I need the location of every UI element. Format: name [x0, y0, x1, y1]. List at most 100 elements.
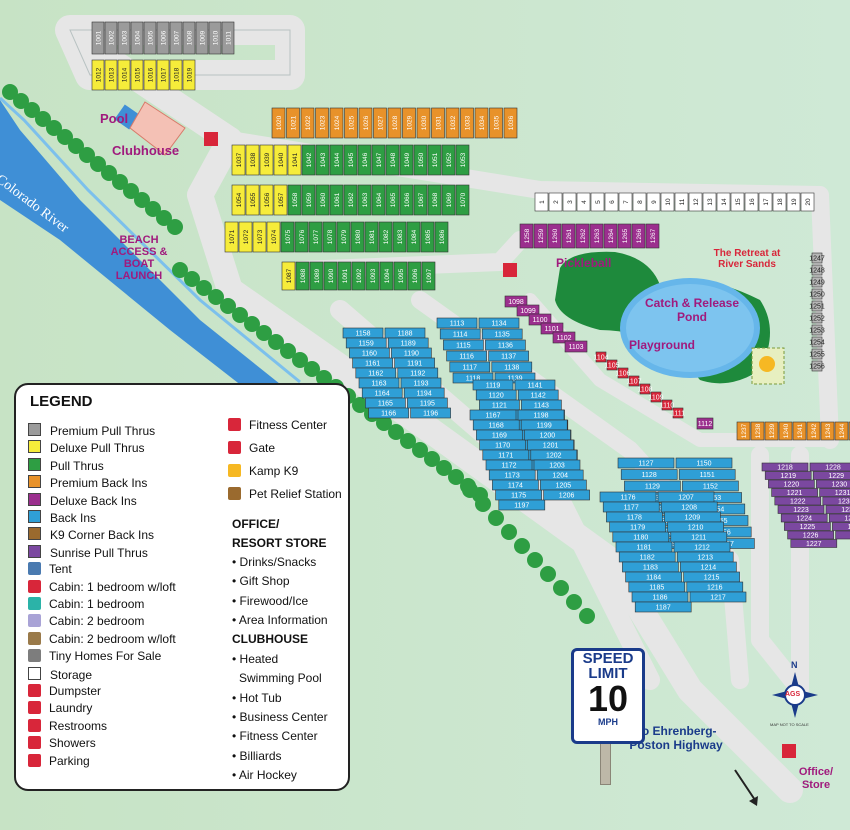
campsite — [828, 513, 850, 523]
campsite-number: 1018 — [174, 67, 181, 82]
campsite — [238, 221, 253, 253]
campsite-number: 1191 — [407, 361, 422, 368]
kamp-k9-icon — [228, 464, 241, 477]
speed-sign-unit: MPH — [598, 717, 618, 727]
campsite — [646, 192, 661, 212]
campsite-number: 1247 — [809, 256, 825, 263]
campsite-number: 1084 — [411, 229, 418, 244]
campsite-number: 1253 — [809, 328, 825, 335]
campsite — [561, 223, 576, 249]
campsite — [660, 192, 675, 212]
campsite — [604, 192, 619, 212]
legend-item-label: Tiny Homes For Sale — [49, 649, 162, 664]
tree — [280, 343, 296, 359]
campsite-number: 1142 — [531, 393, 546, 400]
campsite — [323, 261, 338, 291]
campsite — [639, 383, 651, 395]
campsite-number: 1264 — [608, 228, 615, 243]
campsite-number: 1100 — [532, 317, 547, 324]
campsite — [777, 505, 825, 514]
campsite — [441, 184, 456, 216]
legend-item: Restrooms — [28, 718, 107, 733]
campsite-number: 1214 — [701, 565, 717, 572]
campsite-number: 1241 — [797, 423, 804, 438]
campsite — [774, 496, 822, 506]
campsite-number: 1078 — [327, 229, 334, 244]
campsite — [835, 530, 850, 540]
campsite-number: 1061 — [334, 192, 341, 207]
campsite-number: 1244 — [839, 423, 846, 438]
legend-swatch — [28, 544, 41, 558]
tree — [448, 469, 464, 485]
tree — [2, 84, 18, 100]
campsite-number: 1113 — [450, 321, 465, 328]
campsite-number: 1261 — [566, 228, 573, 243]
tree — [184, 271, 200, 287]
playground-label: Playground — [629, 338, 696, 352]
parking-icon — [28, 753, 41, 767]
campsite-number: 1187 — [656, 605, 671, 612]
campsite — [736, 421, 751, 441]
tree — [566, 594, 582, 610]
campsite — [786, 192, 801, 212]
campsite-number: 1222 — [790, 499, 806, 506]
campsite-number: 1183 — [643, 565, 658, 572]
legend-item: Cabin: 2 bedroom — [28, 614, 144, 628]
campsite — [336, 221, 351, 253]
campsite-number: 1228 — [825, 465, 841, 472]
campsite-number: 1030 — [421, 115, 428, 130]
kamp-k9-icon — [759, 356, 775, 372]
campsite — [552, 331, 576, 344]
campsite-number: 1038 — [250, 152, 257, 167]
campsite — [576, 192, 591, 212]
campsite — [764, 471, 812, 480]
campsite — [446, 350, 487, 362]
campsite — [351, 261, 366, 291]
campsite-number: 1103 — [568, 344, 583, 351]
campsite-number: 1166 — [381, 411, 396, 418]
campsite — [427, 144, 442, 176]
campsite — [540, 322, 564, 335]
campsite-number: 1151 — [700, 472, 715, 479]
campsite — [156, 21, 170, 55]
campsite — [595, 351, 607, 363]
tree — [196, 280, 212, 296]
campsite — [761, 462, 809, 472]
campsite-number: 1081 — [369, 229, 376, 244]
campsite — [143, 59, 157, 91]
fitness-icon — [228, 418, 241, 431]
tree — [304, 361, 320, 377]
campsite-number: 1118 — [466, 376, 481, 383]
campsite-number: 1235 — [848, 524, 850, 531]
campsite-number: 1229 — [828, 473, 844, 480]
campsite — [811, 312, 823, 324]
campsite-number: 1135 — [495, 332, 510, 339]
legend-item-label: Deluxe Pull Thrus — [50, 441, 145, 456]
campsite — [548, 192, 563, 212]
campsite — [130, 21, 144, 55]
campsite-number: 1046 — [362, 152, 369, 167]
campsite-number: 1002 — [109, 30, 116, 45]
campsite — [590, 192, 605, 212]
campsite — [371, 184, 386, 216]
campsite — [634, 601, 692, 613]
campsite-number: 1205 — [556, 483, 572, 490]
campsite-number: 1254 — [809, 340, 825, 347]
campsite-number: 1267 — [650, 228, 657, 243]
campsite — [143, 21, 157, 55]
campsite-number: 1111 — [671, 411, 685, 418]
campsite-number: 1083 — [397, 229, 404, 244]
shower-icon — [28, 736, 41, 750]
campsite — [631, 223, 646, 249]
campsite-number: 1171 — [498, 453, 513, 460]
campsite-number: 1231 — [835, 490, 850, 497]
campsite — [812, 471, 850, 480]
campsite-number: 1173 — [505, 473, 520, 480]
campsite — [445, 107, 460, 139]
campsite-number: 1226 — [803, 533, 819, 540]
campsite-number: 7 — [623, 200, 630, 204]
campsite-number: 1212 — [694, 545, 710, 552]
campsite-number: 1110 — [660, 403, 675, 410]
legend-item: Deluxe Pull Thrus — [28, 440, 145, 455]
